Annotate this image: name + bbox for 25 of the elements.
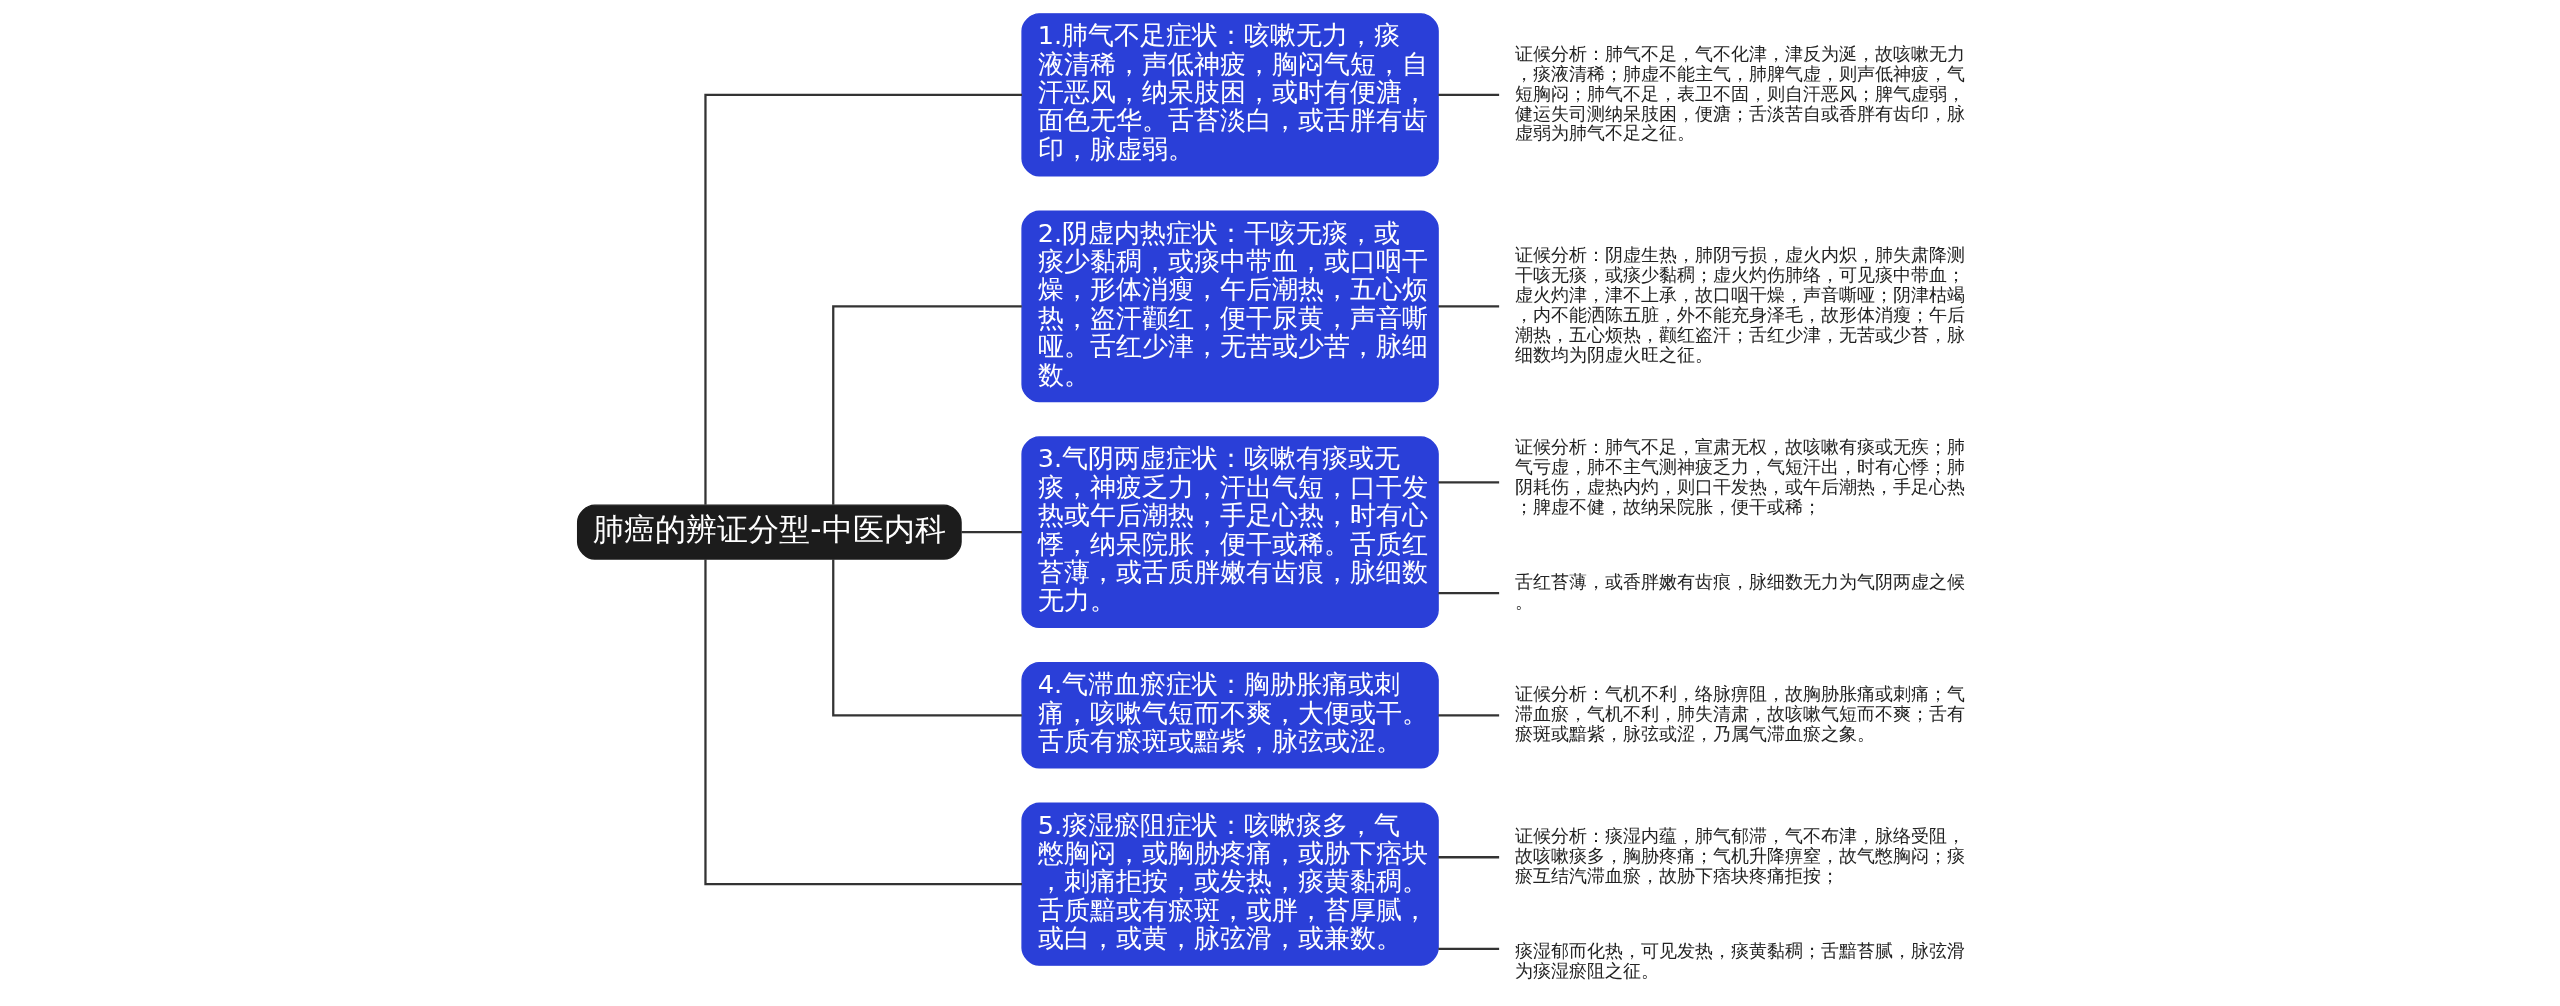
node-box: 3.气阴两虚症状：咳嗽有痰或无痰，神疲乏力，汗出气短，口干发热或午后潮热，手足心热，时有心悸，纳呆院胀，便干或稀。舌质红苔薄，或舌质胖嫩有齿痕，脉细数无力。 xyxy=(1020,436,1439,628)
node-text: 证候分析：阴虚生热，肺阴亏损，虚火内炽，肺失肃降测干咳无痰，或痰少黏稠；虚火灼伤肺络，可见痰中带血；虚火灼津，津不上承，故口咽干燥，声音嘶哑；阴津枯竭，内不能洒陈五脏，外不能充身泽毛，故形体消瘦；午后潮热，五心烦热，颧红盗汗；舌红少津，无苦或少苔，脉细数均为阴虚火旺之征。 xyxy=(1514,244,1965,365)
connector xyxy=(1437,93,1499,96)
connector xyxy=(831,559,1022,717)
node-box: 2.阴虚内热症状：干咳无痰，或痰少黏稠，或痰中带血，或口咽干燥，形体消瘦，午后潮热，五心烦热，盗汗颧红，便干尿黄，声音嘶哑。舌红少津，无苦或少苦，脉细数。 xyxy=(1020,210,1439,403)
node-text: 舌红苔薄，或香胖嫩有齿痕，脉细数无力为气阴两虚之候。 xyxy=(1514,571,1965,612)
node-box: 5.痰湿瘀阻症状：咳嗽痰多，气憋胸闷，或胸胁疼痛，或胁下痞块，刺痛拒按，或发热，痰黄黏稠。舌质黯或有瘀斑，或胖，苔厚腻，或白，或黄，脉弦滑，或兼数。 xyxy=(1020,802,1439,966)
connector xyxy=(960,530,1022,534)
node-text: 证候分析：肺气不足，宣肃无权，故咳嗽有痰或无疾；肺气亏虚，肺不主气测神疲乏力，气短汗出，时有心悸；肺阴耗伤，虚热内灼，则口干发热，或午后潮热，手足心热；脾虚不健，故纳呆院胀，便干或稀； xyxy=(1514,436,1965,517)
node-text: 证候分析：肺气不足，气不化津，津反为涎，故咳嗽无力，痰液清稀；肺虚不能主气，肺脾气虚，则声低神疲，气短胸闷；肺气不足，表卫不固，则自汗恶风；脾气虚弱，健运失司测纳呆肢困，便溏；舌淡苦自或香胖有齿印，脉虚弱为肺气不足之征。 xyxy=(1514,42,1965,144)
connector xyxy=(703,559,1022,886)
node-text: 痰湿郁而化热，可见发热，痰黄黏稠；舌黯苔腻，脉弦滑为痰湿瘀阻之征。 xyxy=(1514,940,1965,982)
connector xyxy=(1437,481,1499,484)
connector xyxy=(1437,856,1499,859)
node-box: 1.肺气不足症状：咳嗽无力，痰液清稀，声低神疲，胸闷气短，自汗恶风，纳呆肢困，或时有便溏，面色无华。舌苔淡白，或舌胖有齿印，脉虚弱。 xyxy=(1020,13,1439,177)
connector xyxy=(1437,714,1499,717)
connector xyxy=(1437,305,1499,308)
node-text: 证候分析：痰湿内蕴，肺气郁滞，气不布津，脉络受阻，故咳嗽痰多，胸胁疼痛；气机升降痹窒，故气憋胸闷；痰瘀互结汽滞血瘀，故胁下痞块疼痛拒按； xyxy=(1514,825,1965,886)
node-text: 证候分析：气机不利，络脉痹阻，故胸胁胀痛或刺痛；气滞血瘀，气机不利，肺失清肃，故咳嗽气短而不爽；舌有瘀斑或黯紫，脉弦或涩，乃属气滞血瘀之象。 xyxy=(1514,683,1965,744)
node-box: 肺癌的辨证分型-中医内科 xyxy=(576,504,962,560)
connector xyxy=(1437,947,1499,950)
node-box: 4.气滞血瘀症状：胸胁胀痛或刺痛，咳嗽气短而不爽，大便或干。舌质有瘀斑或黯紫，脉弦或涩。 xyxy=(1020,662,1439,769)
connector xyxy=(703,93,1022,505)
connector xyxy=(1437,592,1499,595)
connector xyxy=(831,305,1022,505)
